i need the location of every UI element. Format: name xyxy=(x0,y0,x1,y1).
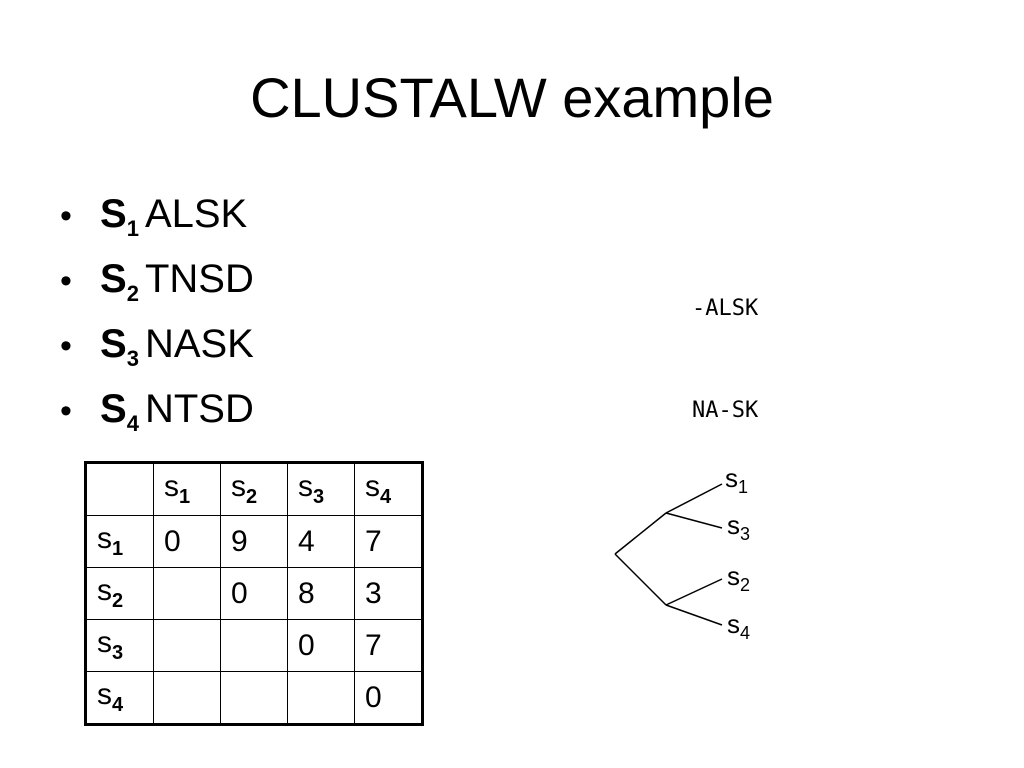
tree-leaf-label: s2 xyxy=(727,561,750,595)
tree-branch xyxy=(614,553,667,606)
table-cell xyxy=(220,619,288,672)
sequence-letter: S xyxy=(100,322,127,366)
alignment-line: -ALSK xyxy=(692,296,759,321)
guide-tree: s1 s3 s2 s4 xyxy=(614,463,750,643)
sequence-residues: ALSK xyxy=(144,192,248,236)
table-row: s2 0 8 3 xyxy=(85,567,423,620)
tree-leaf-label: s3 xyxy=(727,510,750,544)
table-row: s3 0 7 xyxy=(85,619,423,672)
table-cell: 7 xyxy=(354,619,423,672)
table-cell xyxy=(287,671,355,725)
slide-title: CLUSTALW example xyxy=(250,66,774,129)
bullet-marker: • xyxy=(60,262,72,300)
sequence-residues: NASK xyxy=(144,322,254,366)
table-cell xyxy=(153,619,221,672)
column-header: s2 xyxy=(220,462,288,516)
pairwise-alignment: -ALSK NA-SK xyxy=(692,224,758,462)
sequence-name: S3 xyxy=(100,322,139,371)
sequence-name: S4 xyxy=(100,387,139,436)
tree-branch xyxy=(665,483,723,514)
sequence-letter: S xyxy=(100,257,127,301)
table-cell: 0 xyxy=(354,671,423,725)
table-cell: 0 xyxy=(220,567,288,620)
table-cell xyxy=(153,671,221,725)
row-header: s2 xyxy=(85,567,154,620)
tree-branch xyxy=(665,604,723,626)
table-cell xyxy=(220,671,288,725)
row-header: s4 xyxy=(85,671,154,725)
alignment-line: NA-SK xyxy=(692,398,759,423)
tree-branch xyxy=(665,578,723,606)
sequence-name: S2 xyxy=(100,257,139,306)
sequence-index: 2 xyxy=(126,281,139,306)
table-cell xyxy=(153,567,221,620)
table-cell: 3 xyxy=(354,567,423,620)
row-header: s1 xyxy=(85,515,154,568)
table-cell: 0 xyxy=(153,515,221,568)
column-header: s3 xyxy=(287,462,355,516)
bullet-marker: • xyxy=(60,197,72,235)
sequence-residues: TNSD xyxy=(144,257,254,301)
column-header: s4 xyxy=(354,462,423,516)
sequence-index: 1 xyxy=(126,216,139,241)
table-header-row: s1 s2 s3 s4 xyxy=(85,462,423,516)
bullet-marker: • xyxy=(60,327,72,365)
tree-leaf-label: s1 xyxy=(725,463,748,497)
row-header: s3 xyxy=(85,619,154,672)
table-cell: 7 xyxy=(354,515,423,568)
sequence-residues: NTSD xyxy=(144,387,254,431)
distance-matrix: s1 s2 s3 s4 s1 0 9 4 7 s2 0 8 3 s3 0 7 s… xyxy=(84,461,424,726)
table-cell: 4 xyxy=(287,515,355,568)
corner-cell xyxy=(85,462,154,516)
sequence-index: 4 xyxy=(126,411,139,436)
table-cell: 9 xyxy=(220,515,288,568)
sequence-letter: S xyxy=(100,192,127,236)
table-row: s1 0 9 4 7 xyxy=(85,515,423,568)
tree-branch xyxy=(665,512,723,529)
tree-leaf-label: s4 xyxy=(727,609,750,643)
tree-branch xyxy=(614,512,667,555)
bullet-marker: • xyxy=(60,392,72,430)
table-cell: 8 xyxy=(287,567,355,620)
sequence-index: 3 xyxy=(126,346,139,371)
table-row: s4 0 xyxy=(85,671,423,725)
table-cell: 0 xyxy=(287,619,355,672)
sequence-letter: S xyxy=(100,387,127,431)
column-header: s1 xyxy=(153,462,221,516)
sequence-name: S1 xyxy=(100,192,139,241)
